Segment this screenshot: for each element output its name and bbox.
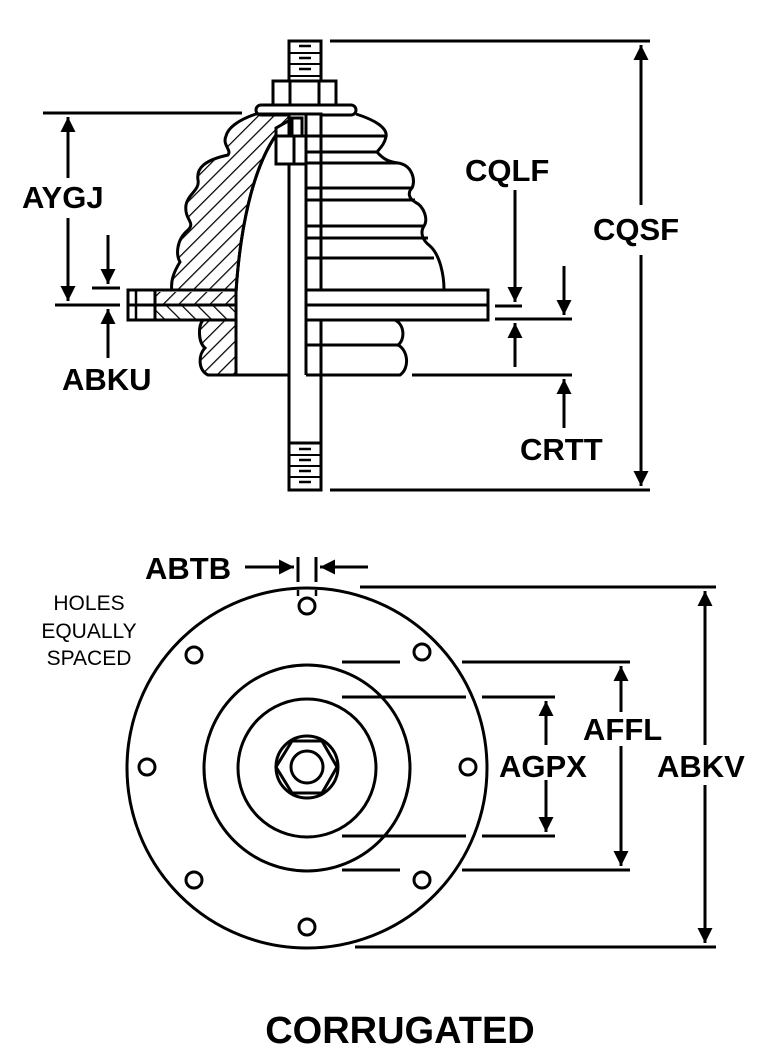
hole	[184, 870, 204, 890]
note-line: EQUALLY	[41, 620, 136, 643]
bottom-stud	[287, 441, 323, 492]
mounting-holes	[137, 596, 478, 937]
nut-circle	[274, 734, 340, 800]
hex-nut	[271, 79, 338, 108]
dimension-lines-plan	[245, 557, 716, 949]
hole	[412, 870, 432, 890]
drawing-title: CORRUGATED	[265, 1010, 535, 1052]
label-aygj: AYGJ	[22, 180, 104, 215]
inner-cone-line	[234, 134, 278, 375]
note-line: SPACED	[47, 647, 132, 670]
label-abtb: ABTB	[145, 551, 231, 586]
corrugated-bellows-right	[355, 112, 446, 291]
note-line: HOLES	[53, 592, 124, 615]
middle-circle	[202, 663, 412, 873]
dimension-lines-side	[43, 39, 650, 492]
stud-circle	[289, 749, 325, 785]
label-crtt: CRTT	[520, 432, 603, 467]
hole	[184, 645, 204, 665]
hole	[297, 596, 317, 616]
lower-bellows-right	[306, 318, 408, 377]
holes-note: HOLES EQUALLY SPACED	[41, 592, 136, 670]
hole	[297, 917, 317, 937]
label-cqlf: CQLF	[465, 153, 549, 188]
label-cqsf: CQSF	[593, 212, 679, 247]
hole	[412, 642, 432, 662]
top-stud	[287, 39, 323, 83]
plan-view: ABTB AFFL AGPX ABKV HOLES EQUALLY SPACED	[41, 551, 745, 950]
hole	[137, 757, 157, 777]
hole	[458, 757, 478, 777]
hex-nut-outline	[274, 739, 339, 795]
label-abku: ABKU	[62, 362, 152, 397]
label-affl: AFFL	[583, 712, 662, 747]
inner-circle	[236, 697, 378, 839]
flange-plate-left	[126, 288, 238, 322]
side-view: AYGJ ABKU CQLF CQSF CRTT	[22, 39, 679, 492]
lower-rubber-section	[198, 318, 238, 377]
outer-flange-circle	[125, 586, 489, 950]
label-agpx: AGPX	[499, 749, 587, 784]
label-abkv: ABKV	[657, 749, 745, 784]
